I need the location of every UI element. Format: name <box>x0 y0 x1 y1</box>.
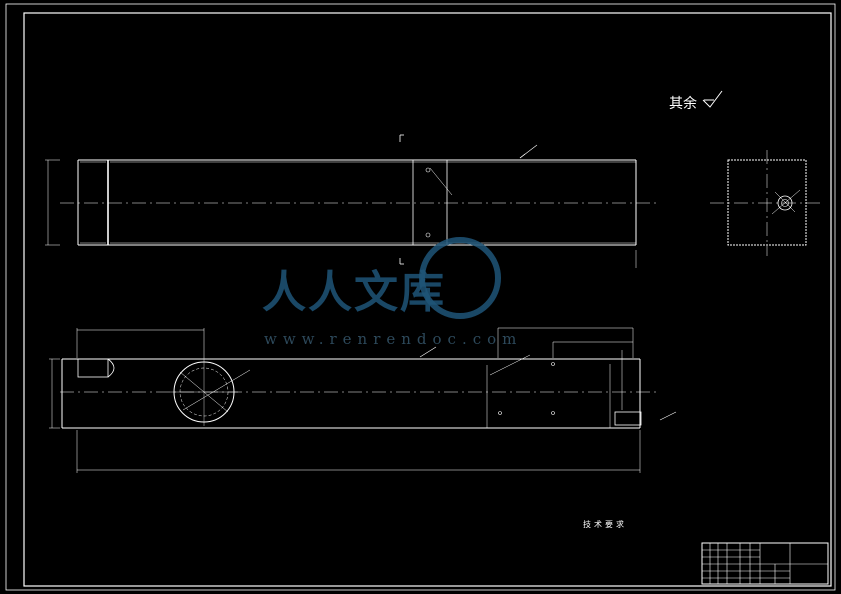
title-block <box>701 542 829 585</box>
surface-note-label: 其余 <box>669 96 697 112</box>
roughness-symbol <box>702 90 723 108</box>
front-view <box>49 327 677 473</box>
technical-requirements-title: 技术要求 <box>583 520 627 529</box>
side-view <box>710 150 822 256</box>
outer-border <box>5 3 836 591</box>
top-view <box>45 134 660 268</box>
inner-border <box>23 12 832 587</box>
